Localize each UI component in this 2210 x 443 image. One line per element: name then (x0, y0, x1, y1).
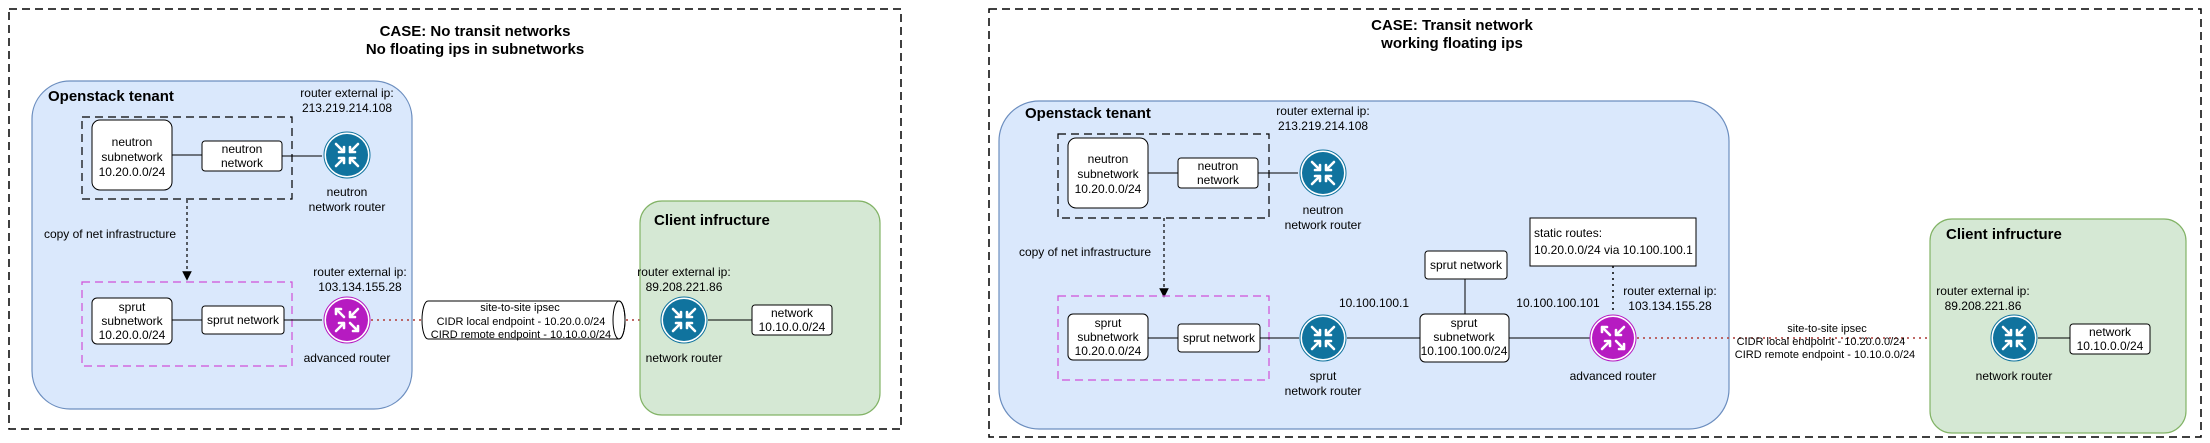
right-sprut-router-label-2: network router (1285, 384, 1362, 398)
right-neutron-router-ip-label: router external ip: (1276, 104, 1369, 118)
right-neutron-router-icon (1299, 149, 1347, 197)
right-case-frame (988, 8, 2202, 438)
left-client-router-ip: 89.208.221.86 (646, 280, 723, 294)
left-case-title-2: No floating ips in subnetworks (366, 41, 584, 58)
right-client-title: Client infructure (1946, 226, 2062, 243)
left-neutron-network-line2: network (221, 156, 264, 170)
left-case: CASE: No transit networks No floating ip… (8, 8, 902, 430)
right-static-routes-value: 10.20.0.0/24 via 10.100.100.1 (1534, 243, 1693, 257)
right-ipsec-title: site-to-site ipsec (1787, 323, 1867, 335)
right-transit-subnet-line1: sprut (1451, 316, 1478, 330)
right-neutron-subnet-line1: neutron (1088, 152, 1129, 166)
left-neutron-router-icon (323, 131, 371, 179)
right-client-network-line1: network (2089, 325, 2132, 339)
left-client-router-label: network router (646, 351, 723, 365)
left-adv-router-ip: 103.134.155.28 (318, 280, 402, 294)
left-client-title: Client infructure (654, 212, 770, 229)
right-client-router-ip-label: router external ip: (1936, 284, 2029, 298)
left-sprut-subnet-line3: 10.20.0.0/24 (99, 328, 166, 342)
right-ipsec-local: CIDR local endpoint - 10.20.0.0/24 (1737, 336, 1906, 348)
right-neutron-network-line2: network (1197, 173, 1240, 187)
left-neutron-router-ip-label: router external ip: (300, 86, 393, 100)
right-sprut-subnetwork (1067, 313, 1149, 361)
left-sprut-subnetwork (91, 297, 173, 345)
left-sprut-network-label: sprut network (207, 313, 280, 327)
left-sprut-subnet-line1: sprut (119, 300, 146, 314)
right-static-routes-title: static routes: (1534, 226, 1602, 240)
left-adv-router-label: advanced router (304, 351, 391, 365)
right-client-router-ip: 89.208.221.86 (1945, 299, 2022, 313)
right-advanced-router-icon (1589, 314, 1637, 362)
left-client-network-line2: 10.10.0.0/24 (759, 320, 826, 334)
right-neutron-router-ip: 213.219.214.108 (1278, 119, 1368, 133)
left-neutron-group (81, 116, 293, 200)
right-neutron-group (1057, 133, 1270, 219)
left-copy-label: copy of net infrastructure (44, 227, 176, 241)
left-ipsec-local: CIDR local endpoint - 10.20.0.0/24 (437, 316, 606, 328)
right-case-title-1: CASE: Transit network (1371, 17, 1533, 34)
left-sprut-subnet-line2: subnetwork (101, 314, 163, 328)
right-sprut-subnet-line3: 10.20.0.0/24 (1075, 344, 1142, 358)
right-sprut-router-label-1: sprut (1310, 369, 1337, 383)
left-tenant-title: Openstack tenant (48, 88, 174, 105)
left-case-title-1: CASE: No transit networks (380, 23, 571, 40)
right-tenant-title: Openstack tenant (1025, 105, 1151, 122)
right-transit-subnet-line3: 10.100.100.0/24 (1421, 344, 1508, 358)
right-client-router-icon (1990, 314, 2038, 362)
left-adv-router-ip-label: router external ip: (313, 265, 406, 279)
right-static-routes-box (1529, 217, 1697, 267)
right-neutron-subnet-line3: 10.20.0.0/24 (1075, 182, 1142, 196)
right-neutron-router-label-1: neutron (1303, 203, 1344, 217)
left-neutron-subnet-line1: neutron (112, 135, 153, 149)
right-ipsec-remote: CIRD remote endpoint - 10.10.0.0/24 (1735, 349, 1915, 361)
left-case-frame (8, 8, 902, 430)
right-adv-router-internal-ip: 10.100.100.101 (1516, 296, 1600, 310)
left-neutron-router-label-2: network router (309, 200, 386, 214)
right-sprut-subnet-line2: subnetwork (1077, 330, 1139, 344)
right-sprut-network-top (1424, 250, 1508, 280)
right-adv-router-label: advanced router (1570, 369, 1657, 383)
left-client-network (751, 304, 833, 336)
right-sprut-network-label: sprut network (1183, 331, 1256, 345)
right-neutron-router-label-2: network router (1285, 218, 1362, 232)
right-adv-router-ip: 103.134.155.28 (1628, 299, 1712, 313)
right-sprut-subnet-line1: sprut (1095, 316, 1122, 330)
left-ipsec-remote: CIRD remote endpoint - 10.10.0.0/24 (431, 329, 611, 341)
left-ipsec-tunnel (421, 300, 626, 340)
right-sprut-network-top-label: sprut network (1430, 258, 1503, 272)
right-neutron-subnet-line2: subnetwork (1077, 167, 1139, 181)
left-client-router-ip-label: router external ip: (637, 265, 730, 279)
right-sprut-router-ip: 10.100.100.1 (1339, 296, 1409, 310)
left-client-router-icon (660, 296, 708, 344)
right-case-title-2: working floating ips (1380, 35, 1523, 52)
right-sprut-router-icon (1299, 314, 1347, 362)
right-neutron-network-line1: neutron (1198, 159, 1239, 173)
right-transit-subnet-line2: subnetwork (1433, 330, 1495, 344)
right-case: CASE: Transit network working floating i… (988, 8, 2202, 438)
left-neutron-router-ip: 213.219.214.108 (302, 101, 392, 115)
left-client-network-line1: network (771, 306, 814, 320)
right-adv-router-ip-label: router external ip: (1623, 284, 1716, 298)
left-sprut-group (81, 281, 293, 367)
right-client-network (2069, 323, 2151, 355)
right-copy-label: copy of net infrastructure (1019, 245, 1151, 259)
left-neutron-network-line1: neutron (222, 142, 263, 156)
right-client-network-line2: 10.10.0.0/24 (2077, 339, 2144, 353)
left-ipsec-title: site-to-site ipsec (480, 302, 560, 314)
left-neutron-router-label-1: neutron (327, 185, 368, 199)
left-neutron-subnet-line3: 10.20.0.0/24 (99, 165, 166, 179)
right-client-router-label: network router (1976, 369, 2053, 383)
left-neutron-subnet-line2: subnetwork (101, 150, 163, 164)
left-advanced-router-icon (323, 296, 371, 344)
right-client-region (1929, 218, 2187, 434)
